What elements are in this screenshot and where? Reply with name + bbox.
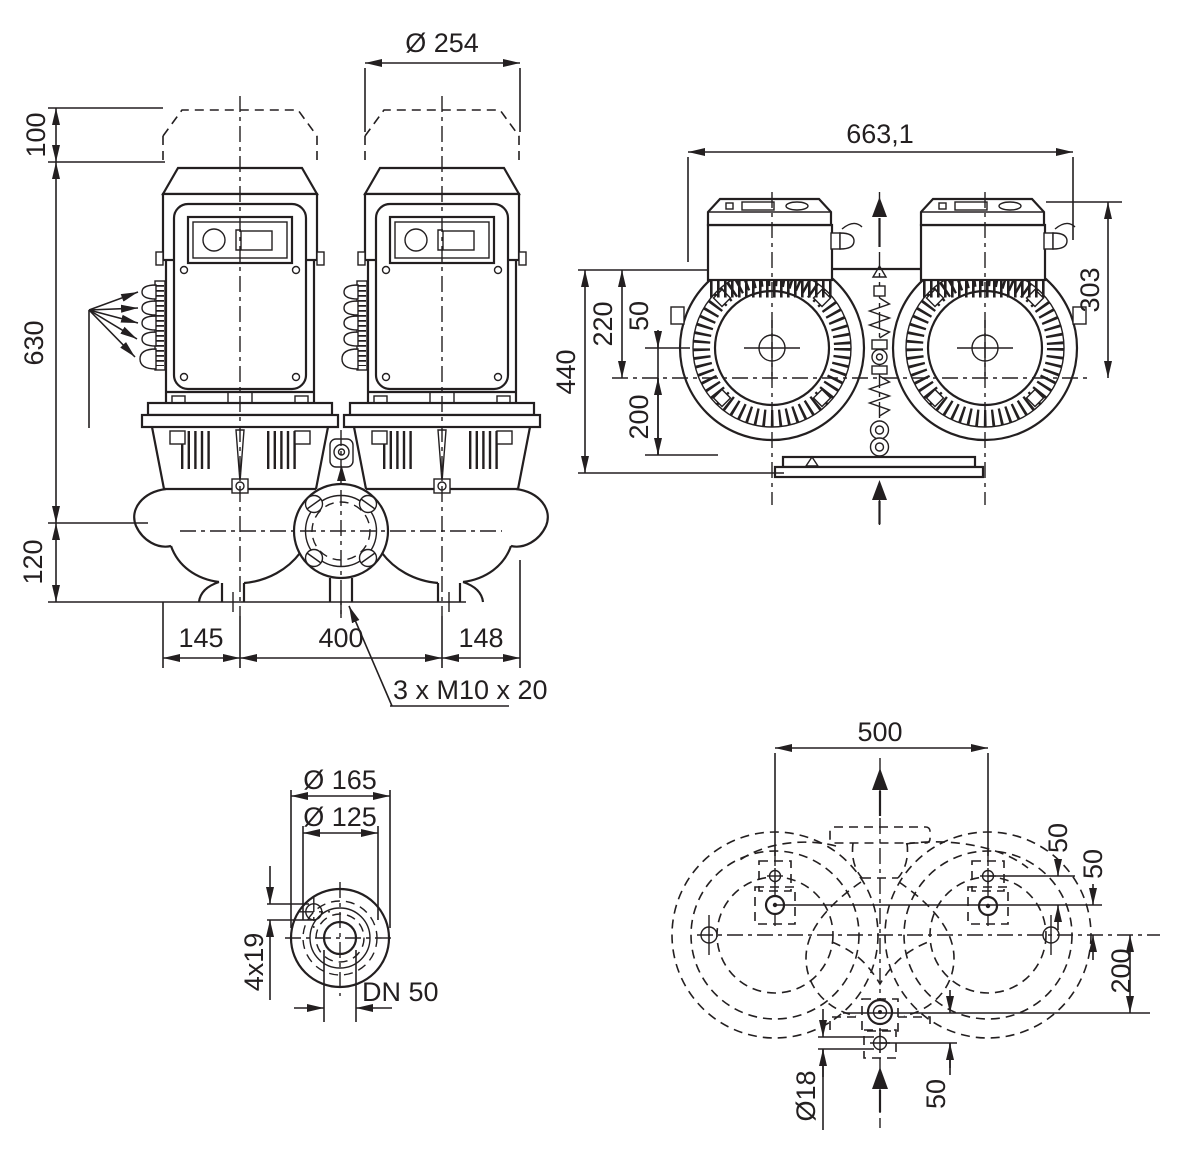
dim-label: 303 [1075,267,1105,312]
dim-footprint-depth-axis: 200 [1106,935,1136,1013]
discharge-flange [180,430,502,618]
dim-label: 200 [624,394,654,439]
flow-arrow-up-icon [872,1067,888,1089]
motor-foot-tab-right [1072,306,1087,325]
dim-label: Ø 254 [405,28,479,58]
dim-top-depth-lower: 200 [624,378,662,455]
dim-front-left-stack: 100 630 120 [18,107,165,602]
dim-label: 50 [624,301,654,331]
dim-label: 400 [318,623,363,653]
dim-front-bottom: 145 400 148 [162,560,521,668]
dim-footprint-offset-c: 50 [921,990,954,1109]
dim-label: 100 [21,112,51,157]
front-view: Ø 254 100 630 120 145 400 148 [18,28,548,707]
screw-note-callout: 3 x M10 x 20 [348,605,548,707]
dim-label: 663,1 [846,119,914,149]
dim-label: 148 [458,623,503,653]
cable-gland-callout [88,291,139,428]
motor-foot-tab-left [670,306,685,325]
dim-label: 630 [19,320,49,365]
flow-arrow-up-icon [872,197,887,217]
dim-label: 220 [588,301,618,346]
dim-label: 4x19 [239,933,269,992]
dim-label: 50 [921,1079,951,1109]
dim-top-width-total: 663,1 [687,119,1074,262]
dim-flange-bolt-circle: Ø 125 [302,802,379,920]
dim-label: 200 [1106,948,1136,993]
dim-label: Ø 165 [303,765,377,795]
dim-flange-outer: Ø 165 [290,765,391,928]
screw-note-label: 3 x M10 x 20 [393,675,548,705]
dim-top-motor-height: 303 [1075,202,1112,378]
dim-label: DN 50 [362,977,439,1007]
dim-footprint-hole-spacing: 500 [774,717,989,856]
dim-front-cap-diameter: Ø 254 [364,28,521,132]
dim-top-depth-total: 440 [551,270,589,473]
dim-label: 50 [1043,823,1073,853]
dim-label: 500 [857,717,902,747]
dim-flange-nominal: DN 50 [294,950,439,1022]
dim-label: 50 [1078,849,1108,879]
dim-footprint-hole-diameter: Ø18 [791,1009,827,1130]
flange-detail-view: Ø 165 Ø 125 4x19 DN 50 [239,765,439,1022]
dim-label: 145 [178,623,223,653]
top-view: 663,1 440 220 50 200 303 [551,119,1122,525]
foot-plate [773,455,985,524]
dim-top-depth-axis: 220 [588,270,626,378]
dim-footprint-offset-b: 50 [1078,849,1108,960]
dim-label: 440 [551,349,581,394]
flow-arrow-up-icon [872,480,887,500]
dim-label: 120 [18,539,48,584]
footprint-view: 500 50 50 200 Ø18 50 [671,717,1160,1130]
dim-label: Ø 125 [303,802,377,832]
dim-label: Ø18 [791,1070,821,1121]
dim-footprint-offset-a: 50 [1043,823,1073,930]
flow-arrow-up-icon [872,768,888,790]
dim-flange-bolt-holes: 4x19 [239,866,313,1000]
